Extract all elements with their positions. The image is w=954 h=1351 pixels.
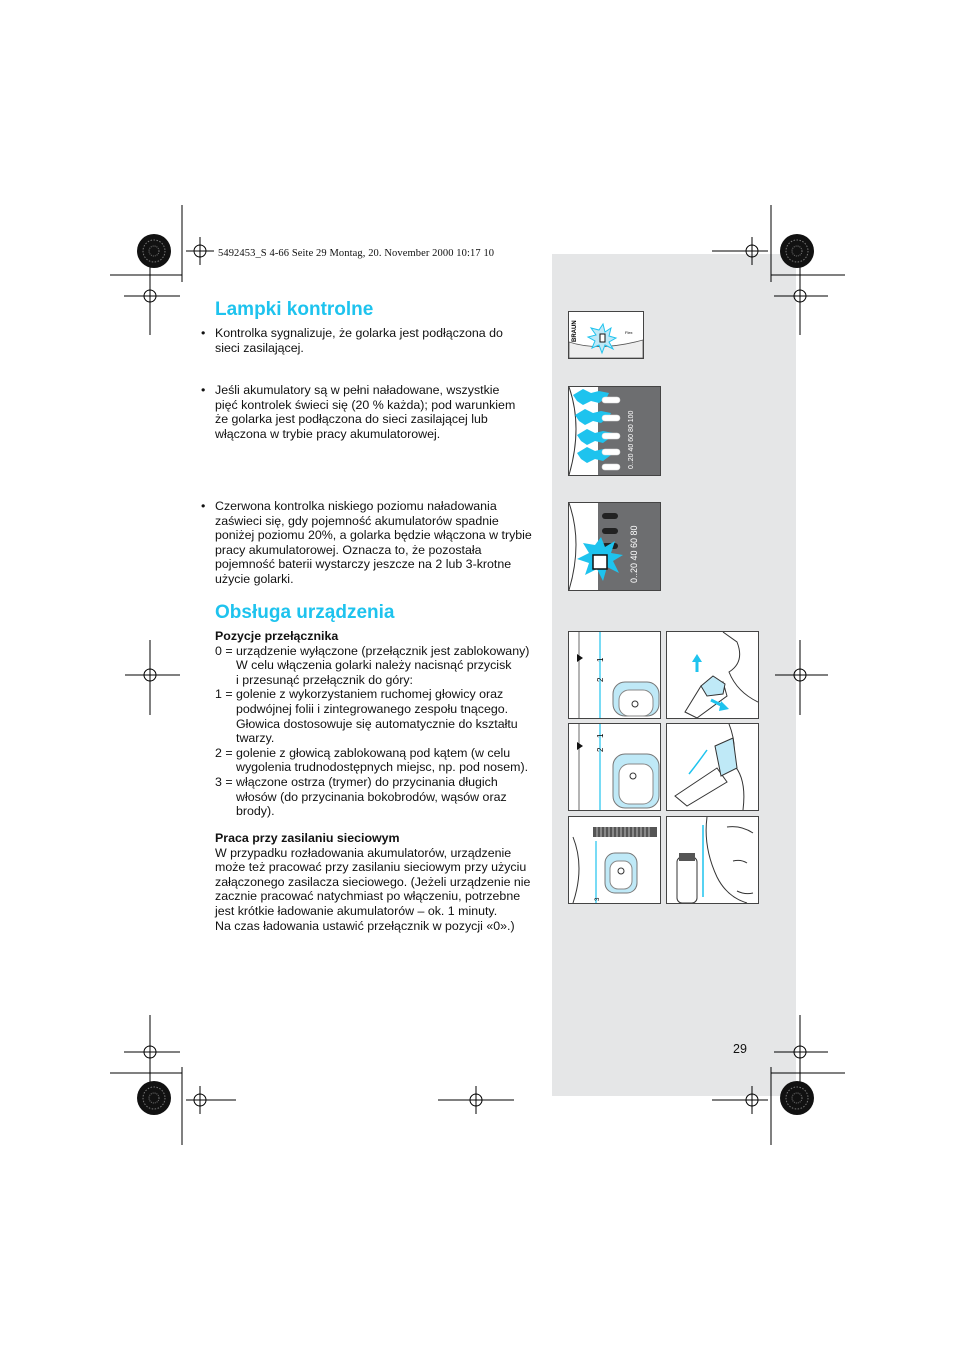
illustration-charge-lights-full: 0..20 40 60 80 100: [568, 386, 661, 476]
svg-text:1: 1: [596, 657, 605, 662]
mains-operation-block: Praca przy zasilaniu sieciowym W przypad…: [215, 831, 545, 933]
illustration-switch-position-1: 1 2: [568, 631, 661, 719]
mains-operation-heading: Praca przy zasilaniu sieciowym: [215, 831, 400, 845]
switch-position-0: 0 = urządzenie wyłączone (przełącznik je…: [215, 643, 530, 687]
bullet-dot: •: [201, 383, 206, 397]
section-title-indicator-lights: Lampki kontrolne: [215, 299, 374, 320]
registration-disc-br: [780, 1081, 814, 1115]
illustration-switch-position-3: 3: [568, 816, 661, 904]
print-header: 5492453_S 4-66 Seite 29 Montag, 20. Nove…: [218, 248, 495, 259]
illustration-switch-position-2: 1 2: [568, 723, 661, 811]
illustration-shaving-under-nose: [666, 723, 759, 811]
switch-positions-block: Pozycje przełącznika 0 = urządzenie wyłą…: [215, 629, 545, 819]
model-label: Flex: [625, 330, 633, 335]
bullet-text: Jeśli akumulatory są w pełni naładowane,…: [215, 383, 516, 441]
switch-position-3: 3 = włączone ostrza (trymer) do przycina…: [215, 774, 507, 819]
illustration-low-charge-light: 0..20 40 60 80: [568, 502, 661, 591]
registration-disc-tl: [137, 234, 171, 268]
charge-scale: 0..20 40 60 80 100: [628, 411, 635, 469]
illustration-mains-light: BRAUN Flex: [568, 311, 644, 359]
svg-text:1: 1: [596, 733, 605, 738]
bullet-dot: •: [201, 326, 206, 340]
svg-text:3: 3: [595, 897, 601, 901]
switch-position-2: 2 = golenie z głowicą zablokowaną pod ką…: [215, 745, 529, 775]
illustration-shaving-chin: [666, 631, 759, 719]
svg-text:2: 2: [596, 677, 605, 682]
bullet-text: Czerwona kontrolka niskiego poziomu nała…: [215, 499, 532, 586]
illustration-trimming-sideburns: [666, 816, 759, 904]
switch-position-1: 1 = golenie z wykorzystaniem ruchomej gł…: [215, 687, 518, 746]
bullet-dot: •: [201, 499, 206, 513]
svg-text:2: 2: [596, 747, 605, 752]
low-charge-scale: 0..20 40 60 80: [629, 525, 639, 583]
brand-label: BRAUN: [572, 320, 578, 342]
section-title-operation: Obsługa urządzenia: [215, 602, 395, 623]
switch-positions-heading: Pozycje przełącznika: [215, 629, 339, 643]
page-number: 29: [733, 1042, 747, 1056]
registration-disc-bl: [137, 1081, 171, 1115]
registration-disc-tr: [780, 234, 814, 268]
bullet-text: Kontrolka sygnalizuje, że golarka jest p…: [215, 326, 503, 355]
